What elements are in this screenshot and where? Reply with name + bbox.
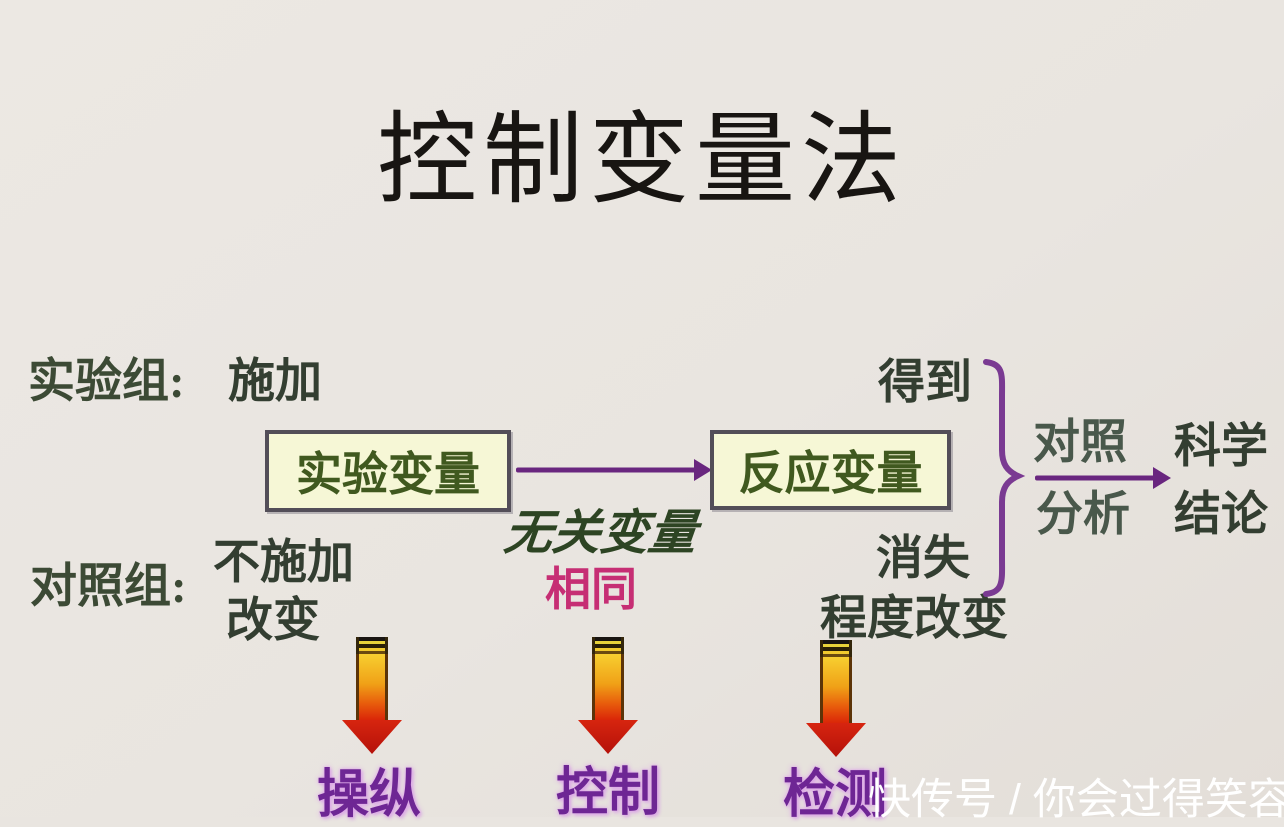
science-label: 科学 (1174, 421, 1268, 473)
detect-label: 检测 (783, 767, 888, 824)
experimental-group-label: 实验组: (28, 356, 185, 408)
detect-down-arrow-icon (806, 640, 866, 757)
control-group-action-line1: 不施加 (213, 537, 354, 589)
response-variable-box: 反应变量 (710, 430, 951, 510)
experimental-variable-box: 实验变量 (265, 430, 511, 512)
degree-change-label: 程度改变 (820, 593, 1008, 645)
experimental-group-action: 施加 (228, 356, 322, 408)
main-flow-arrow-icon (516, 459, 712, 481)
conclusion-label: 结论 (1174, 489, 1268, 541)
contrast-label: 对照 (1033, 417, 1127, 469)
control-group-label: 对照组: (30, 561, 187, 613)
curly-brace-icon (983, 359, 1026, 597)
disappear-label: 消失 (876, 533, 970, 585)
response-variable-label: 反应变量 (738, 448, 923, 499)
manipulate-down-arrow-icon (342, 637, 402, 754)
manipulate-label: 操纵 (317, 767, 422, 824)
obtain-label: 得到 (878, 357, 972, 409)
control-group-action-line2: 改变 (226, 595, 320, 647)
watermark: 快传号 / 你会过得笑容 (868, 776, 1284, 824)
same-label: 相同 (545, 563, 637, 615)
control-label: 控制 (556, 765, 661, 822)
analysis-label: 分析 (1036, 489, 1130, 541)
control-down-arrow-icon (578, 637, 638, 754)
experimental-variable-label: 实验变量 (296, 449, 480, 500)
analysis-arrow-icon (1035, 467, 1171, 489)
page-title: 控制变量法 (377, 105, 907, 216)
